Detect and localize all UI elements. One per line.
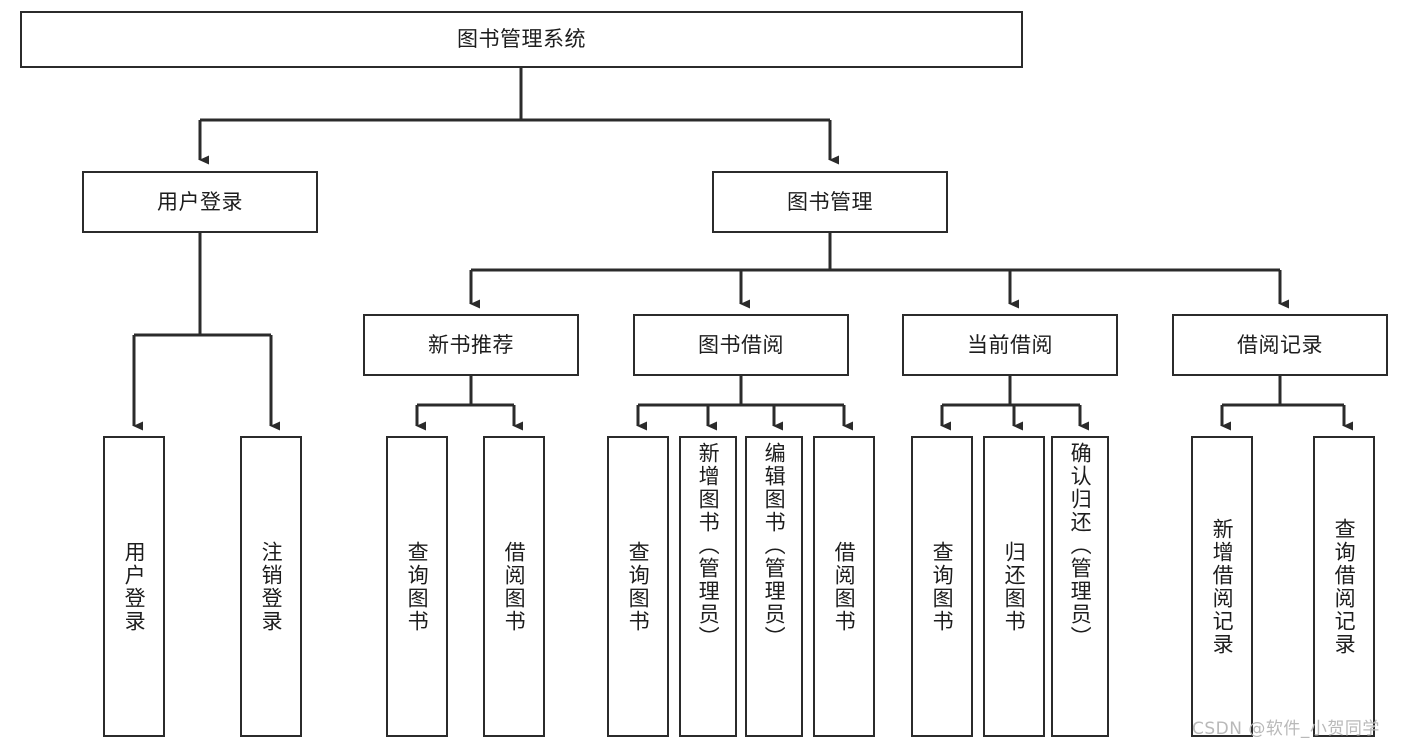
- node-leaf-cb-return[interactable]: 归还图书: [983, 436, 1045, 737]
- node-user-login-label: 用户登录: [157, 189, 243, 214]
- node-current-borrow-label: 当前借阅: [967, 332, 1053, 357]
- node-book-borrow-label: 图书借阅: [698, 332, 784, 357]
- node-leaf-br-query-label: 查询借阅记录: [1332, 517, 1357, 656]
- node-leaf-rec-query-label: 查询图书: [405, 540, 430, 633]
- node-new-book-rec-label: 新书推荐: [428, 332, 514, 357]
- node-leaf-cb-query[interactable]: 查询图书: [911, 436, 973, 737]
- node-root[interactable]: 图书管理系统: [20, 11, 1023, 68]
- node-leaf-bb-edit-label: 编辑图书（管理员）: [762, 442, 787, 649]
- node-leaf-user-logout-label: 注销登录: [259, 540, 284, 633]
- node-leaf-bb-edit[interactable]: 编辑图书（管理员）: [745, 436, 803, 737]
- node-leaf-bb-query[interactable]: 查询图书: [607, 436, 669, 737]
- node-current-borrow[interactable]: 当前借阅: [902, 314, 1118, 376]
- node-leaf-user-logout[interactable]: 注销登录: [240, 436, 302, 737]
- node-leaf-bb-borrow-label: 借阅图书: [832, 540, 857, 633]
- node-leaf-br-query[interactable]: 查询借阅记录: [1313, 436, 1375, 737]
- node-borrow-record[interactable]: 借阅记录: [1172, 314, 1388, 376]
- node-leaf-cb-return-label: 归还图书: [1002, 540, 1027, 633]
- node-new-book-rec[interactable]: 新书推荐: [363, 314, 579, 376]
- node-leaf-rec-borrow-label: 借阅图书: [502, 540, 527, 633]
- node-leaf-user-login[interactable]: 用户登录: [103, 436, 165, 737]
- node-leaf-bb-query-label: 查询图书: [626, 540, 651, 633]
- node-leaf-br-add[interactable]: 新增借阅记录: [1191, 436, 1253, 737]
- node-book-manage-label: 图书管理: [787, 189, 873, 214]
- node-leaf-rec-borrow[interactable]: 借阅图书: [483, 436, 545, 737]
- node-leaf-bb-borrow[interactable]: 借阅图书: [813, 436, 875, 737]
- node-borrow-record-label: 借阅记录: [1237, 332, 1323, 357]
- node-leaf-cb-query-label: 查询图书: [930, 540, 955, 633]
- node-leaf-bb-add-label: 新增图书（管理员）: [696, 442, 721, 649]
- node-leaf-bb-add[interactable]: 新增图书（管理员）: [679, 436, 737, 737]
- node-leaf-br-add-label: 新增借阅记录: [1210, 517, 1235, 656]
- node-user-login[interactable]: 用户登录: [82, 171, 318, 233]
- node-leaf-cb-confirm-label: 确认归还（管理员）: [1068, 442, 1093, 649]
- node-leaf-user-login-label: 用户登录: [122, 540, 147, 633]
- node-root-label: 图书管理系统: [457, 27, 586, 52]
- node-book-manage[interactable]: 图书管理: [712, 171, 948, 233]
- node-leaf-cb-confirm[interactable]: 确认归还（管理员）: [1051, 436, 1109, 737]
- node-book-borrow[interactable]: 图书借阅: [633, 314, 849, 376]
- node-leaf-rec-query[interactable]: 查询图书: [386, 436, 448, 737]
